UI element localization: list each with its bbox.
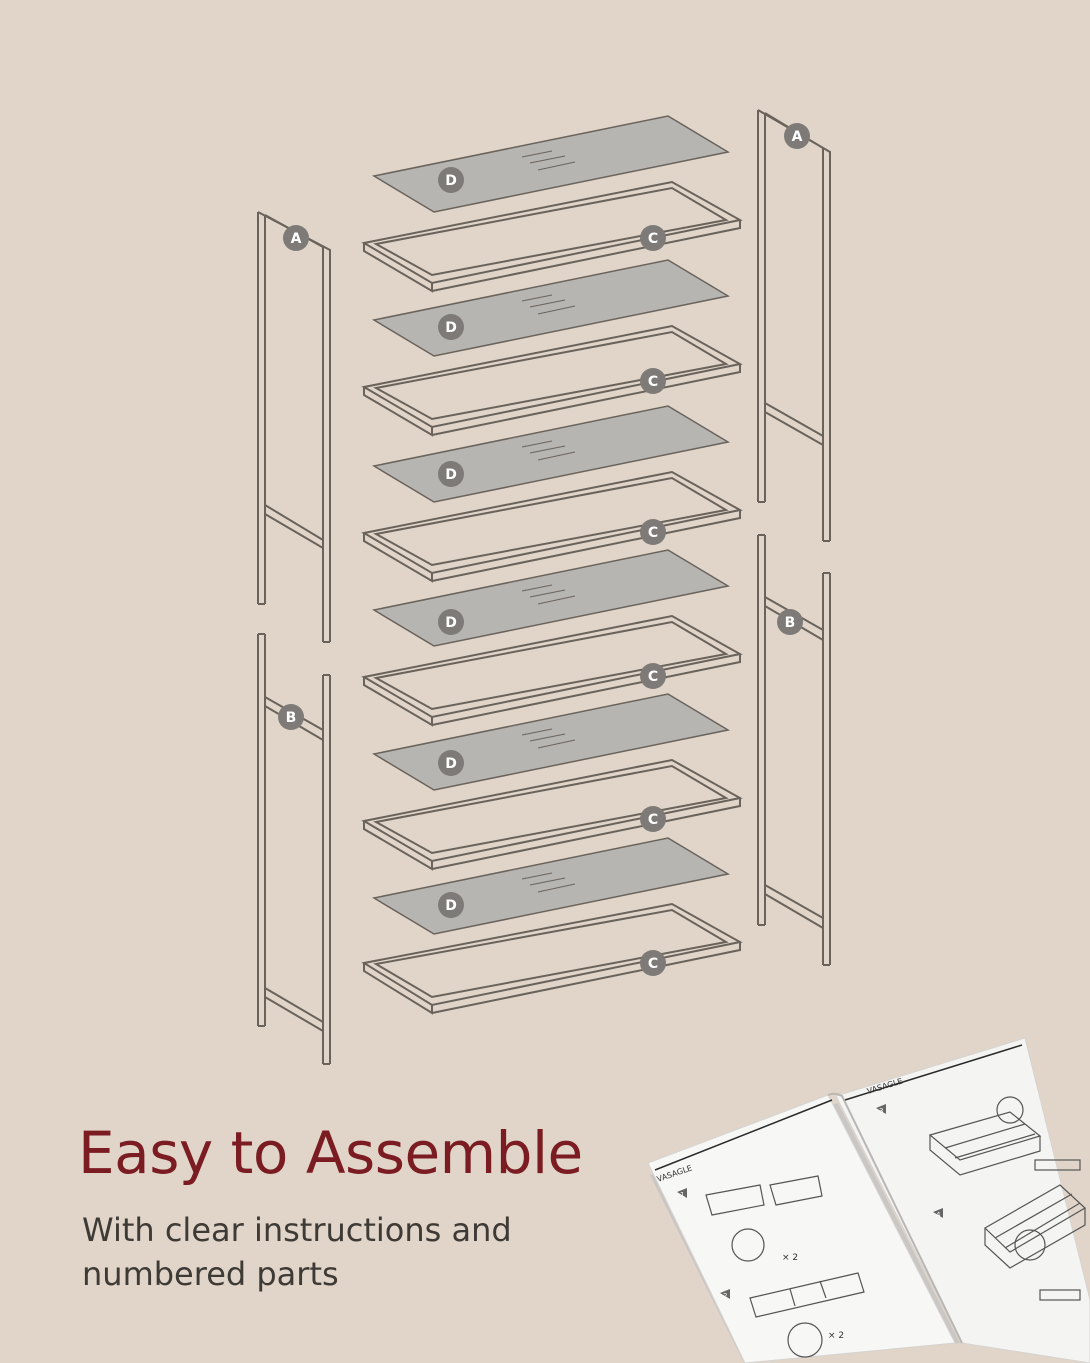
shelf-frame xyxy=(361,758,743,871)
part-badge-d: D xyxy=(438,461,464,487)
part-badge-b: B xyxy=(278,704,304,730)
svg-text:C: C xyxy=(648,812,658,828)
part-badge-d: D xyxy=(438,314,464,340)
shelf-frame xyxy=(361,902,743,1015)
svg-text:C: C xyxy=(648,669,658,685)
shelf-board xyxy=(371,405,731,503)
right-side-frame-b xyxy=(757,534,831,966)
part-badge-c: C xyxy=(640,806,666,832)
shelf-board xyxy=(371,693,731,791)
svg-text:B: B xyxy=(785,615,796,631)
manual-step: 4 xyxy=(933,1208,943,1219)
manual-quantity: × 2 xyxy=(828,1331,844,1341)
left-side-frame-a xyxy=(257,211,331,643)
subheadline: With clear instructions and numbered par… xyxy=(82,1211,512,1293)
svg-text:1: 1 xyxy=(680,1191,684,1199)
svg-text:C: C xyxy=(648,525,658,541)
svg-text:4: 4 xyxy=(936,1211,941,1219)
part-badge-d: D xyxy=(438,892,464,918)
svg-text:A: A xyxy=(291,231,302,247)
svg-text:3: 3 xyxy=(879,1107,883,1115)
manual-step: 2 xyxy=(720,1289,730,1300)
shelf-board xyxy=(371,115,731,213)
svg-text:D: D xyxy=(445,615,457,631)
part-badge-d: D xyxy=(438,167,464,193)
shelf-board xyxy=(371,837,731,935)
right-side-frame-a xyxy=(757,109,831,542)
part-badge-c: C xyxy=(640,225,666,251)
manual-step: 1 xyxy=(677,1188,687,1199)
shelf-frame xyxy=(361,470,743,583)
part-badge-a: A xyxy=(784,123,810,149)
svg-text:D: D xyxy=(445,756,457,772)
part-badge-c: C xyxy=(640,663,666,689)
headline: Easy to Assemble xyxy=(78,1119,583,1187)
svg-text:B: B xyxy=(286,710,297,726)
part-badge-d: D xyxy=(438,609,464,635)
shelf-board xyxy=(371,259,731,357)
svg-text:D: D xyxy=(445,898,457,914)
part-badge-a: A xyxy=(283,225,309,251)
shelf-frame xyxy=(361,614,743,727)
svg-text:C: C xyxy=(648,956,658,972)
part-badge-c: C xyxy=(640,519,666,545)
part-badge-c: C xyxy=(640,950,666,976)
svg-text:D: D xyxy=(445,467,457,483)
part-badge-d: D xyxy=(438,750,464,776)
svg-text:D: D xyxy=(445,173,457,189)
instruction-manual: VASAGLE VASAGLE 1 2 × 2 × 2 xyxy=(647,1037,1090,1363)
left-side-frame-b xyxy=(257,633,331,1065)
shelf-frame xyxy=(361,324,743,437)
shelf-board xyxy=(371,549,731,647)
manual-step: 3 xyxy=(876,1104,886,1115)
manual-quantity: × 2 xyxy=(782,1253,798,1263)
part-badge-c: C xyxy=(640,368,666,394)
svg-text:C: C xyxy=(648,374,658,390)
svg-text:D: D xyxy=(445,320,457,336)
part-badge-b: B xyxy=(777,609,803,635)
svg-text:2: 2 xyxy=(723,1292,727,1300)
shelf-frame xyxy=(361,180,743,293)
svg-text:C: C xyxy=(648,231,658,247)
svg-text:A: A xyxy=(792,129,803,145)
